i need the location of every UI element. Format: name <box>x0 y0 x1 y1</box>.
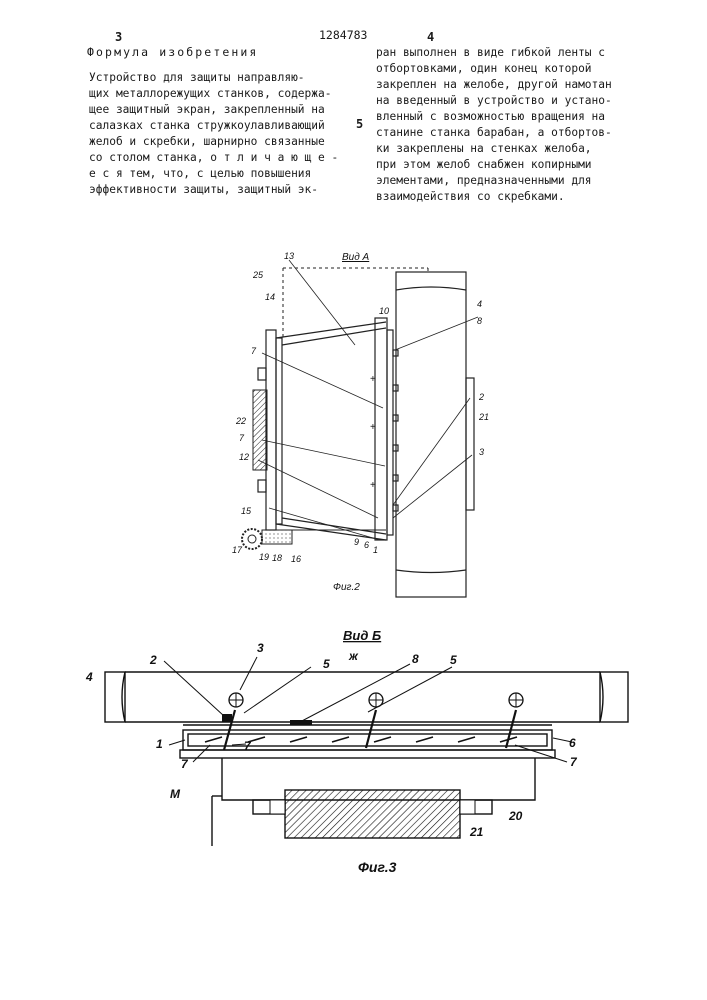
part-22-hatched <box>253 390 267 470</box>
fig2-label: 2 <box>478 392 484 402</box>
fig3-label: 7 <box>570 755 578 769</box>
fig2-label: 19 <box>259 552 269 562</box>
fig3-label: 21 <box>469 825 484 839</box>
fig2-label: 22 <box>235 416 246 426</box>
fig3-label: ж <box>348 649 359 663</box>
fig2-label: 21 <box>478 412 489 422</box>
svg-text:+: + <box>370 422 376 433</box>
view-a-label: Вид А <box>342 252 370 263</box>
fig2-label: 16 <box>291 554 301 564</box>
fig3-label: 1 <box>156 737 163 751</box>
part-21-hatched <box>285 790 460 838</box>
fig3-label: 4 <box>85 670 93 684</box>
part-8-block <box>290 720 312 725</box>
fig3-label: 2 <box>149 653 157 667</box>
fig2-label: 13 <box>284 251 294 261</box>
fig2-label: 10 <box>379 306 389 316</box>
view-b-label: Вид Б <box>343 628 381 643</box>
fig2-label: 8 <box>477 316 482 326</box>
pivot-crosshairs <box>229 693 523 707</box>
svg-text:+: + <box>370 374 376 385</box>
fig3-label: 7 <box>181 757 189 771</box>
leader-lines <box>258 260 478 540</box>
copier-elements <box>205 737 517 742</box>
figure-3-caption: Фиг.3 <box>358 859 397 875</box>
fig2-label: 7 <box>251 346 257 356</box>
fig2-label: 18 <box>272 553 282 563</box>
fig2-label: 6 <box>364 540 369 550</box>
fig3-label: 20 <box>508 809 523 823</box>
figure-2-caption: Фиг.2 <box>333 582 360 593</box>
fig2-label: 1 <box>373 545 378 555</box>
fig3-label: 6 <box>569 736 576 750</box>
fig2-label: 9 <box>354 537 359 547</box>
fig3-label: 3 <box>257 641 264 655</box>
fig2-label: 25 <box>252 270 264 280</box>
machine-bed-column <box>396 272 474 597</box>
fig3-label: 8 <box>412 652 419 666</box>
fig3-label: 5 <box>323 657 330 671</box>
fig3-label: М <box>170 787 181 801</box>
fig3-label: 5 <box>450 653 457 667</box>
figure-2-labels: 25 13 14 10 4 8 7 22 7 12 2 21 3 15 17 1… <box>232 251 489 564</box>
fig2-label: 15 <box>241 506 252 516</box>
fig2-label: 12 <box>239 452 249 462</box>
fig2-label: 17 <box>232 545 243 555</box>
fig2-label: 3 <box>479 447 484 457</box>
fig2-label: 14 <box>265 292 275 302</box>
fig2-label: 7 <box>239 433 245 443</box>
view-a-frame <box>283 268 428 300</box>
shield-frame <box>258 318 398 540</box>
svg-text:+: + <box>370 480 376 491</box>
fig2-label: 4 <box>477 299 482 309</box>
